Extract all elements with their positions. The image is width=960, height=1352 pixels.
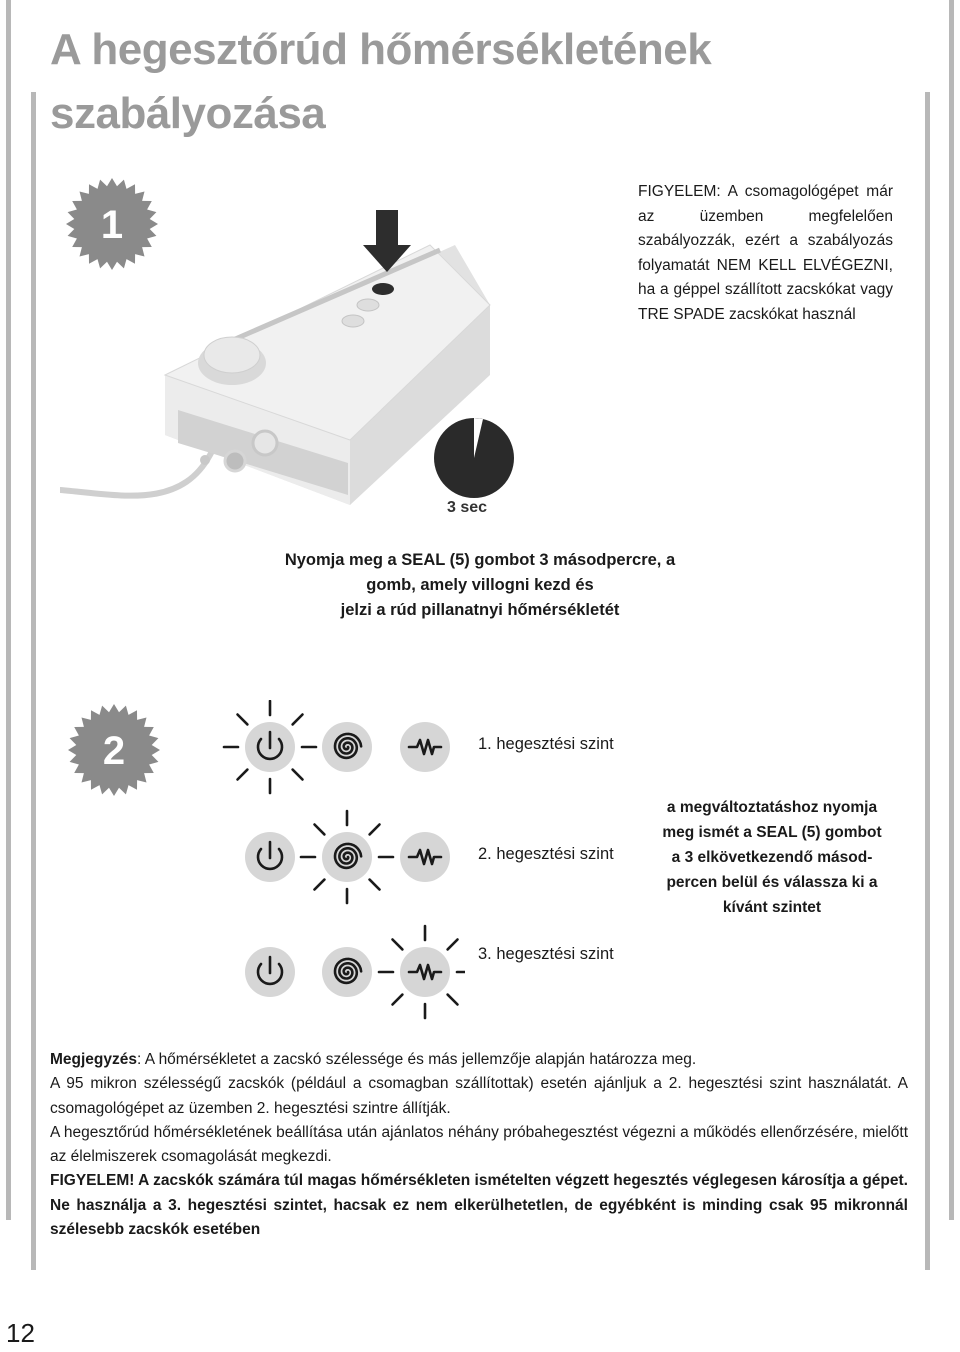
- step-1-caption-line3: jelzi a rúd pillanatnyi hőmérsékletét: [340, 601, 620, 619]
- change-instruction-line4: percen belül és válassza ki a: [666, 874, 878, 891]
- note-paragraph-2: A 95 mikron szélességű zacskók (például …: [50, 1075, 908, 1117]
- seal-levels-diagram: [222, 700, 465, 1020]
- level-3-label: 3. hegesztési szint: [478, 945, 614, 963]
- power-icon: [256, 847, 284, 871]
- level-2-glow-rays: [299, 809, 395, 905]
- page-title: A hegesztőrúd hőmérsékletének szabályozá…: [50, 18, 712, 146]
- level-3-glow-rays: [377, 924, 465, 1020]
- page-title-line1: A hegesztőrúd hőmérsékletének: [50, 25, 712, 74]
- change-instruction-line2: meg ismét a SEAL (5) gombot: [662, 824, 882, 841]
- left-inner-rule: [31, 92, 36, 1270]
- left-margin-rule: [6, 0, 11, 1220]
- factory-setting-warning: FIGYELEM: A csomagológépet már az üzembe…: [638, 183, 893, 323]
- zigzag-icon: [407, 738, 443, 756]
- step-1-caption-line2: gomb, amely villogni kezd és: [366, 576, 594, 594]
- level-1-zigzag-button: [400, 722, 450, 772]
- level-1-spiral-button: [322, 722, 372, 772]
- page-number: 12: [6, 1318, 35, 1348]
- level-1-glow-rays: [222, 700, 318, 795]
- step-1-caption-line1: Nyomja meg a SEAL (5) gombot 3 másodperc…: [284, 551, 676, 569]
- change-level-instruction: a megváltoztatáshoz nyomja meg ismét a S…: [632, 795, 912, 920]
- zigzag-icon: [407, 848, 443, 866]
- step-1-badge: 1: [66, 178, 158, 270]
- notes-block: Megjegyzés: A hőmérsékletet a zacskó szé…: [50, 1048, 908, 1242]
- right-margin-rule: [949, 0, 954, 1220]
- spiral-icon: [333, 957, 363, 985]
- spiral-icon: [333, 732, 363, 760]
- note-warning: FIGYELEM! A zacskók számára túl magas hő…: [50, 1172, 908, 1239]
- level-3-zigzag-button: [377, 924, 465, 1020]
- power-icon: [256, 962, 284, 986]
- level-2-zigzag-button: [400, 832, 450, 882]
- power-icon: [256, 737, 284, 761]
- note-paragraph-1: Megjegyzés: A hőmérsékletet a zacskó szé…: [50, 1048, 908, 1072]
- step-1-number: 1: [101, 203, 123, 247]
- timer-icon: [434, 418, 514, 498]
- change-instruction-line1: a megváltoztatáshoz nyomja: [666, 799, 878, 816]
- step-1-caption: Nyomja meg a SEAL (5) gombot 3 másodperc…: [240, 548, 720, 623]
- timer-label: 3 sec: [447, 499, 488, 516]
- change-instruction-line3: a 3 elkövetkezendő másod-: [671, 849, 873, 866]
- note-text-1: : A hőmérsékletet a zacskó szélessége és…: [137, 1051, 697, 1068]
- note-paragraph-3: A hegesztőrúd hőmérsékletének beállítása…: [50, 1123, 908, 1166]
- level-3-power-button: [245, 947, 295, 997]
- level-1-label: 1. hegesztési szint: [478, 735, 614, 753]
- step-2-badge: 2: [68, 704, 160, 796]
- level-1-power-button: [222, 700, 318, 795]
- level-2-label: 2. hegesztési szint: [478, 845, 614, 863]
- step-2-number: 2: [103, 729, 125, 773]
- zigzag-icon: [407, 963, 443, 981]
- level-2-power-button: [245, 832, 295, 882]
- level-3-spiral-button: [322, 947, 372, 997]
- sealer-machine-illustration: [60, 210, 491, 505]
- note-label: Megjegyzés: [50, 1051, 138, 1068]
- level-2-spiral-button: [299, 809, 395, 905]
- spiral-icon: [333, 842, 363, 870]
- change-instruction-line5: kívánt szintet: [722, 899, 822, 916]
- page-title-line2: szabályozása: [50, 89, 326, 138]
- right-inner-rule: [925, 92, 930, 1270]
